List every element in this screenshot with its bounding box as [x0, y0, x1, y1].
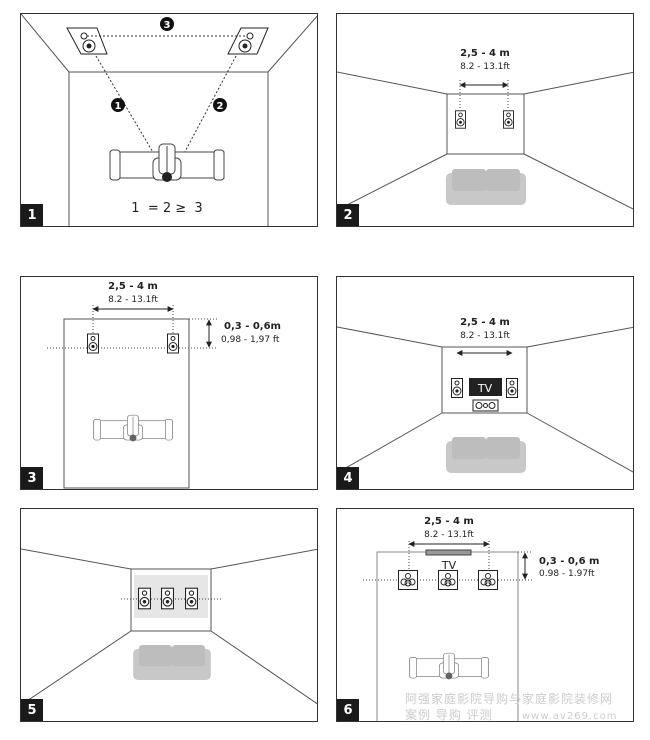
right-speaker-icon [503, 110, 514, 129]
height-feet: 0.98 - 1.97ft [539, 569, 595, 579]
width-metric: 2,5 - 4 m [424, 516, 474, 527]
sofa-icon [446, 169, 526, 205]
ceiling-setup-diagram: TV 2,5 - 4 m 8.2 - 13.1ft 0,3 - 0,6 m 0.… [363, 516, 617, 722]
panel-2-front-spacing: 2,5 - 4 m 8.2 - 13.1ft 2 [336, 13, 634, 227]
sofa-icon [133, 645, 211, 680]
marker-1: 1 [115, 101, 122, 112]
width-metric: 2,5 - 4 m [460, 48, 510, 59]
left-speaker-icon [87, 333, 99, 354]
stereo-triangle-diagram: 3 1 2 1 = 2 ≥ 3 [21, 14, 317, 226]
panel-number: 3 [21, 467, 43, 489]
width-feet: 8.2 - 13.1ft [424, 530, 474, 540]
watermark-title: 阿强家庭影院导购与家庭影院装修网 [405, 691, 613, 706]
panel-5-in-wall: 5 [20, 508, 318, 722]
sofa-with-listener-icon [409, 652, 489, 680]
height-feet: 0,98 - 1,97 ft [221, 335, 280, 345]
panel-number: 1 [21, 204, 43, 226]
width-feet: 8.2 - 13.1ft [108, 295, 158, 305]
tv-setup-diagram: TV 2,5 - 4 m 8.2 - 13.1ft [337, 317, 633, 474]
height-metric: 0,3 - 0,6 m [539, 556, 599, 567]
panel-number: 6 [337, 699, 359, 721]
tv-screen [469, 378, 502, 396]
tv-label: TV [441, 559, 457, 572]
width-metric: 2,5 - 4 m [108, 281, 158, 292]
front-spacing-diagram: 2,5 - 4 m 8.2 - 13.1ft [337, 48, 633, 211]
tv-label: TV [477, 382, 493, 395]
watermark-subtitle: 案例 导购 评测 [405, 707, 493, 722]
watermark-url: www.av269.com [522, 711, 617, 722]
sofa-icon [446, 437, 526, 473]
panel-number: 5 [21, 699, 43, 721]
left-speaker-icon [398, 570, 418, 590]
width-feet: 8.2 - 13.1ft [460, 62, 510, 72]
width-feet: 8.2 - 13.1ft [460, 331, 510, 341]
marker-2: 2 [217, 101, 224, 112]
left-speaker-icon [455, 110, 466, 129]
right-speaker-icon [185, 587, 198, 610]
panel-number: 2 [337, 204, 359, 226]
sofa-with-listener-icon [93, 414, 173, 442]
panel-3-height-spacing: 2,5 - 4 m 8.2 - 13.1ft 0,3 - 0,6m 0,98 -… [20, 276, 318, 490]
panel-number: 4 [337, 467, 359, 489]
left-speaker-icon [138, 587, 151, 610]
marker-3: 3 [164, 20, 171, 31]
left-speaker-icon [451, 377, 463, 399]
panel-6-ceiling-setup: TV 2,5 - 4 m 8.2 - 13.1ft 0,3 - 0,6 m 0.… [336, 508, 634, 722]
in-wall-diagram [21, 548, 317, 706]
height-spacing-diagram: 2,5 - 4 m 8.2 - 13.1ft 0,3 - 0,6m 0,98 -… [47, 281, 281, 489]
panel-1-stereo-triangle: 3 1 2 1 = 2 ≥ 3 1 [20, 13, 318, 227]
right-speaker [227, 27, 269, 55]
tv-bar [425, 549, 472, 556]
right-speaker-icon [167, 333, 179, 354]
panel-4-tv-setup: TV 2,5 - 4 m 8.2 - 13.1ft 4 [336, 276, 634, 490]
width-metric: 2,5 - 4 m [460, 317, 510, 328]
center-speaker-icon [438, 570, 458, 590]
height-metric: 0,3 - 0,6m [224, 321, 281, 332]
distance-equation: 1 = 2 ≥ 3 [131, 201, 202, 216]
right-speaker-icon [506, 377, 518, 399]
sofa-with-listener-icon [109, 143, 225, 183]
left-speaker [66, 27, 108, 55]
center-speaker [472, 399, 499, 412]
center-speaker-icon [161, 587, 174, 610]
right-speaker-icon [478, 570, 498, 590]
